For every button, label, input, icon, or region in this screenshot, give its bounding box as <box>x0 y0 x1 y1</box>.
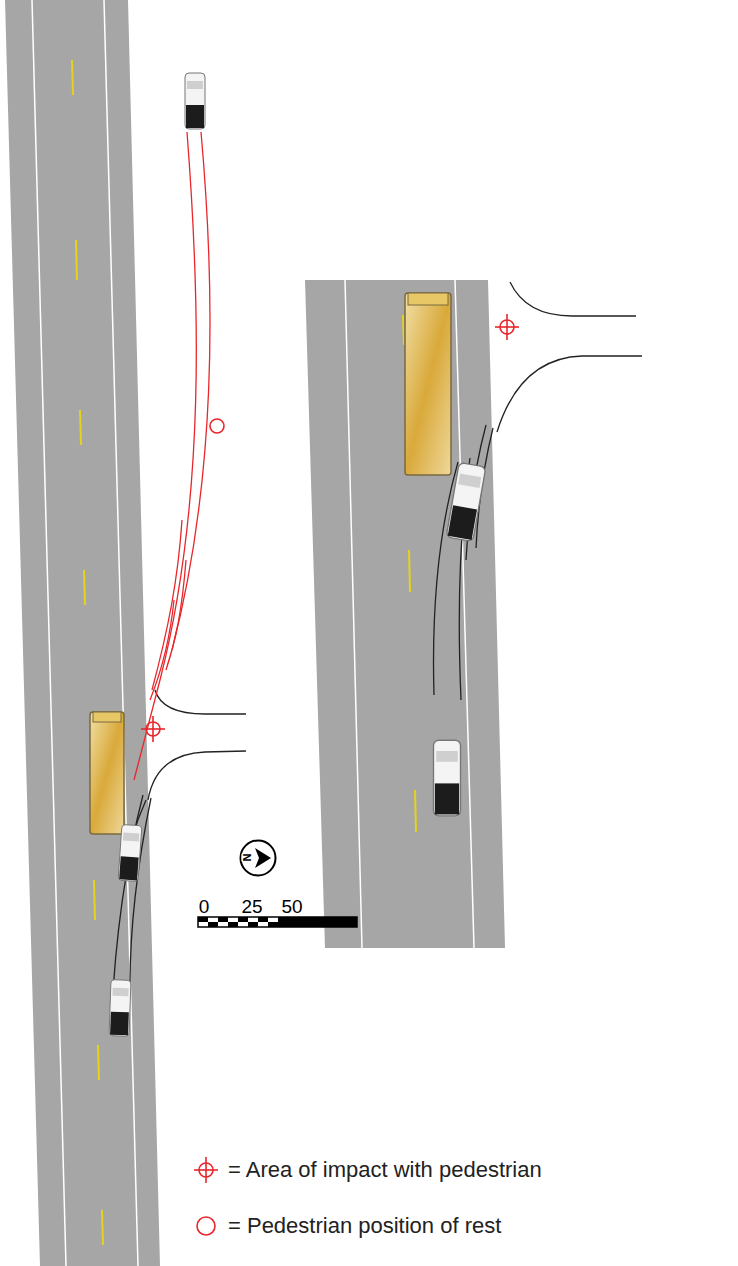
scale-number: 0 <box>199 897 210 916</box>
legend-text: = Area of impact with pedestrian <box>228 1159 542 1181</box>
north-letter: N <box>241 854 252 862</box>
scale-number: 50 <box>281 897 302 916</box>
legend-text: = Pedestrian position of rest <box>228 1215 501 1237</box>
north-compass: N <box>238 838 278 878</box>
scale-number: 25 <box>241 897 262 916</box>
